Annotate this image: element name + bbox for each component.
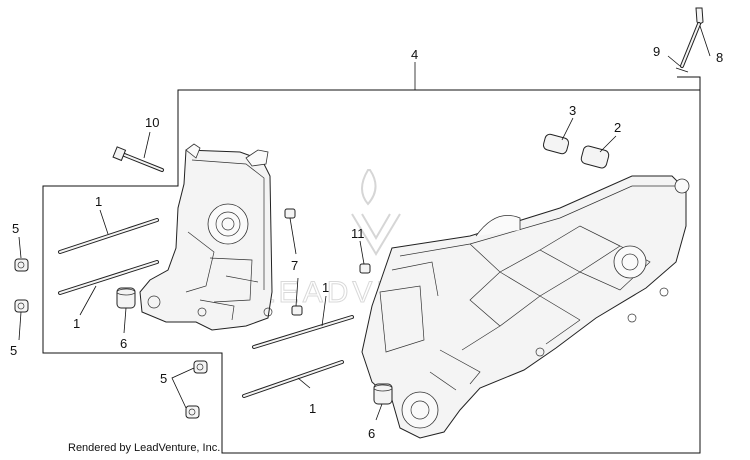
callout-5-upper: 5 (12, 221, 19, 236)
callout-1-middle: 1 (322, 280, 329, 295)
callout-6-bottom: 6 (368, 426, 375, 441)
callout-2: 2 (614, 120, 621, 135)
callout-labels: 1 1 1 1 2 3 4 5 5 5 6 6 7 8 9 10 11 (10, 44, 723, 441)
dipstick-bracket (677, 76, 701, 90)
callout-11: 11 (351, 226, 365, 241)
left-crankcase-half (139, 143, 273, 331)
render-credit: Rendered by LeadVenture, Inc. (68, 442, 220, 454)
sleeves (542, 133, 610, 169)
assembly-frame (42, 89, 701, 454)
nuts (14, 258, 208, 419)
callout-5-bottom: 5 (160, 371, 167, 386)
callout-3: 3 (569, 103, 576, 118)
callout-5-lower: 5 (10, 343, 17, 358)
stud-bolts (58, 218, 354, 398)
callout-1-bottom: 1 (309, 401, 316, 416)
callout-10: 10 (145, 115, 159, 130)
dipstick (675, 7, 704, 73)
callout-8: 8 (716, 50, 723, 65)
dowel-pins (284, 208, 371, 316)
bolt (112, 146, 164, 172)
callout-9: 9 (653, 44, 660, 59)
callout-1-upper-left: 1 (95, 194, 102, 209)
callout-4: 4 (411, 47, 418, 62)
callout-6-left: 6 (120, 336, 127, 351)
callout-7: 7 (291, 258, 298, 273)
leader-lines (18, 25, 711, 421)
right-crankcase-half (361, 175, 690, 439)
callout-1-lower-left: 1 (73, 316, 80, 331)
